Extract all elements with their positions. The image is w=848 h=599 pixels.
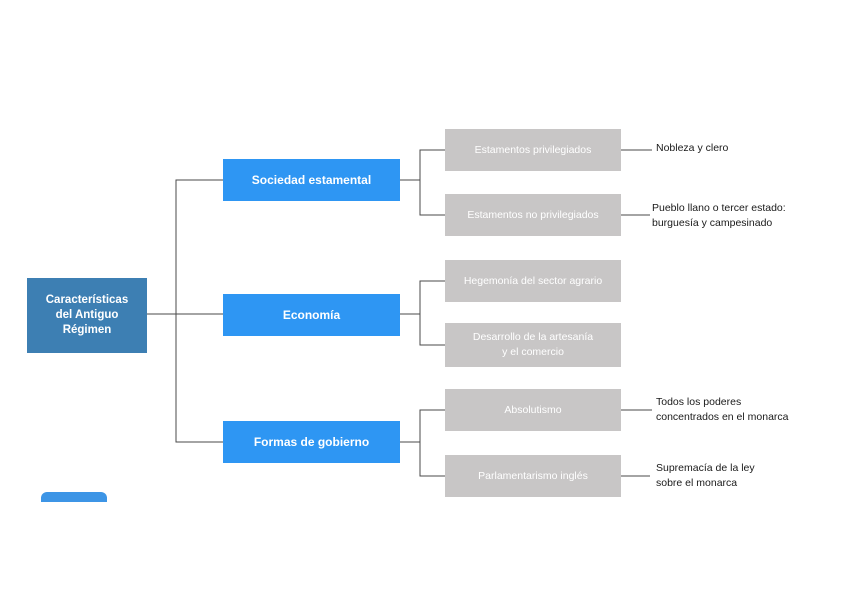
leaf-node-hegemonia-sector-agrario: Hegemonía del sector agrario	[445, 260, 621, 302]
connector-branch1-children	[419, 149, 445, 216]
note-pueblo-llano: Pueblo llano o tercer estado: burguesía …	[652, 202, 786, 229]
partial-blue-shape	[41, 492, 107, 502]
note-supremacia-ley: Supremacía de la ley sobre el monarca	[656, 462, 755, 489]
branch-node-formas-de-gobierno: Formas de gobierno	[223, 421, 400, 463]
connector-branch3-children	[419, 409, 445, 477]
leaf-node-desarrollo-artesania: Desarrollo de la artesanía y el comercio	[445, 323, 621, 367]
leaf-node-estamentos-no-privilegiados: Estamentos no privilegiados	[445, 194, 621, 236]
connector-branch2-children	[419, 280, 445, 346]
leaf-node-parlamentarismo-ingles: Parlamentarismo inglés	[445, 455, 621, 497]
branch-node-economia: Economía	[223, 294, 400, 336]
leaf-node-estamentos-privilegiados: Estamentos privilegiados	[445, 129, 621, 171]
root-node: Características del Antiguo Régimen	[27, 278, 147, 353]
leaf-node-absolutismo: Absolutismo	[445, 389, 621, 431]
note-nobleza-clero: Nobleza y clero	[656, 142, 729, 154]
note-todos-los-poderes: Todos los poderes concentrados en el mon…	[656, 396, 789, 423]
connector-root-spine	[175, 179, 223, 443]
branch-node-sociedad-estamental: Sociedad estamental	[223, 159, 400, 201]
